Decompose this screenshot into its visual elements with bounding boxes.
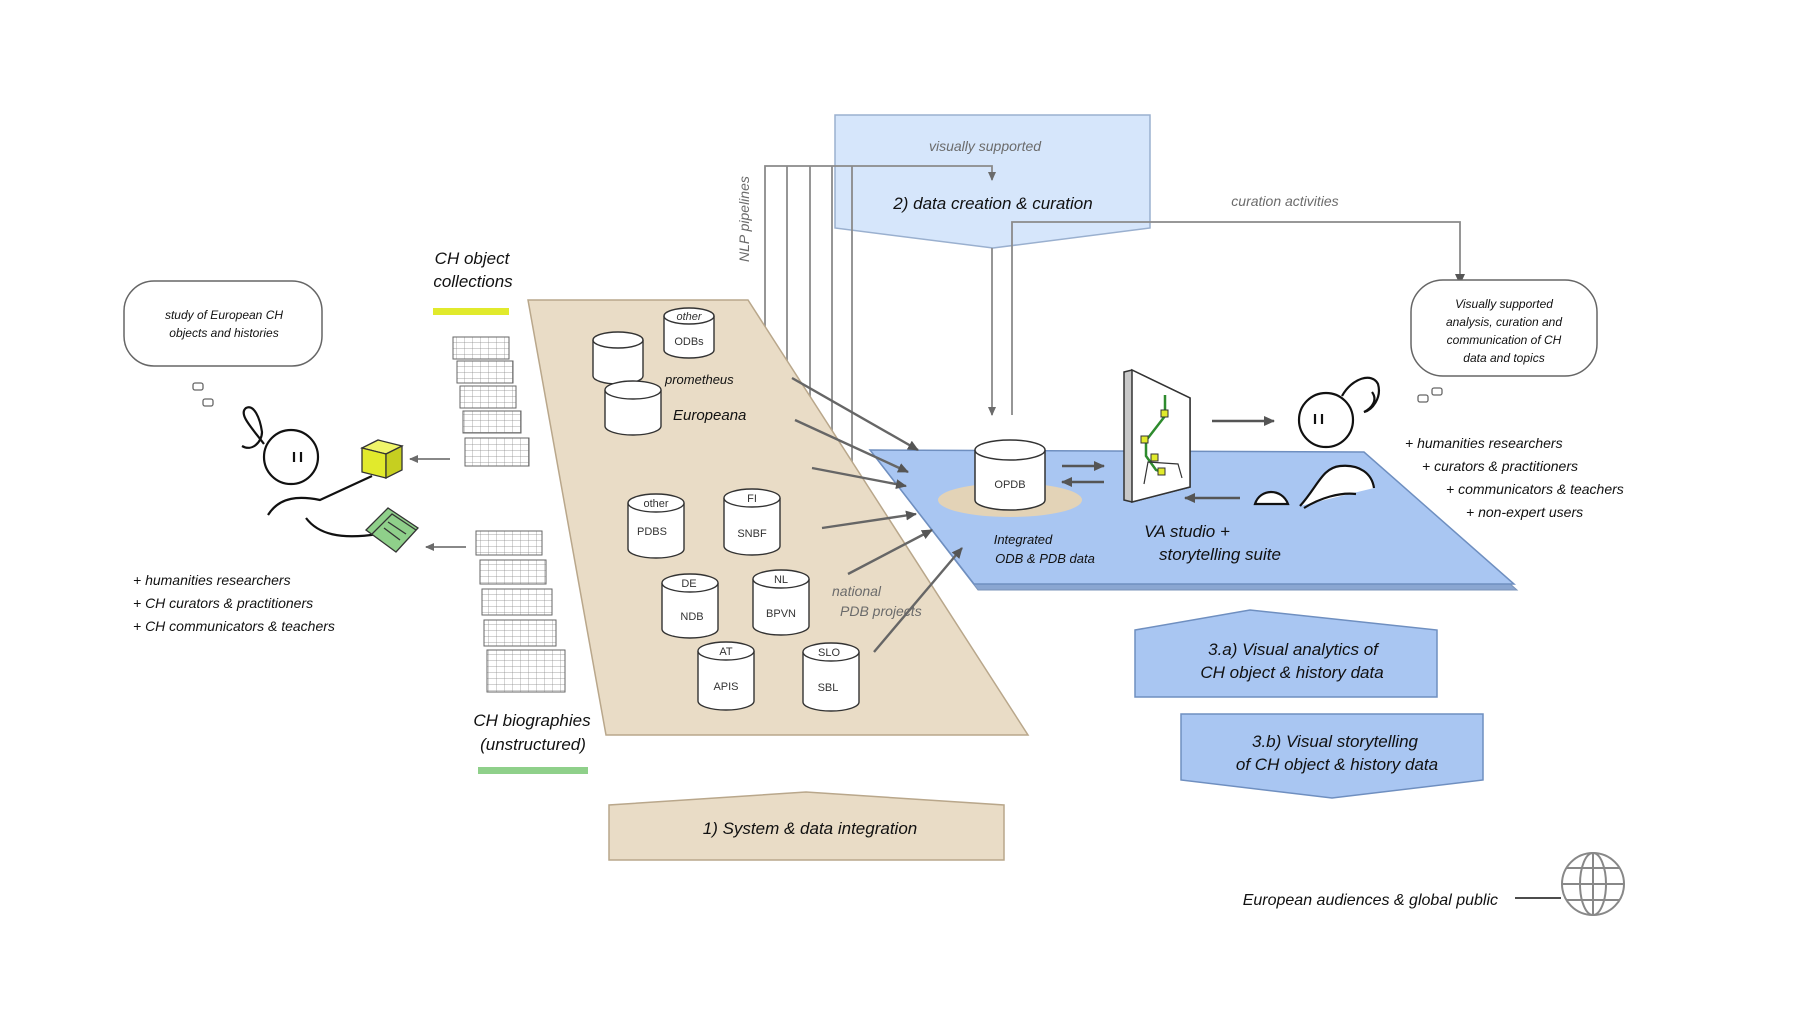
database-nl: NL BPVN <box>752 569 810 636</box>
collections-color-bar <box>433 308 509 315</box>
database-at: AT APIS <box>697 641 755 711</box>
cube-icon <box>360 439 404 480</box>
svg-text:SLO: SLO <box>818 647 840 659</box>
thought-bubble-left-line-2: objects and histories <box>169 326 278 340</box>
audience-left-2: + CH curators & practitioners <box>133 595 313 611</box>
data-creation-label: 2) data creation & curation <box>892 194 1092 213</box>
user-figure-right <box>1253 376 1380 509</box>
database-fi: FI SNBF <box>723 488 781 556</box>
va-user-arrows <box>1184 416 1275 503</box>
prometheus-label: prometheus <box>664 372 734 387</box>
integrated-data-label-1: Integrated <box>994 532 1053 547</box>
object-collection-stack <box>452 336 530 467</box>
ch-biographies-label-2: (unstructured) <box>480 735 586 754</box>
svg-text:other: other <box>643 498 668 510</box>
european-audiences-label: European audiences & global public <box>1243 892 1498 909</box>
national-pdb-label-1: national <box>832 583 882 599</box>
ch-biographies-label-1: CH biographies <box>473 711 591 730</box>
ch-object-collections-label-1: CH object <box>435 249 511 268</box>
database-de: DE NDB <box>661 573 719 639</box>
svg-text:PDBS: PDBS <box>637 526 667 538</box>
audience-right-4: + non-expert users <box>1466 504 1583 520</box>
visual-analytics-label-1: 3.a) Visual analytics of <box>1208 640 1380 659</box>
svg-text:OPDB: OPDB <box>994 479 1025 491</box>
national-pdb-label-2: PDB projects <box>840 603 922 619</box>
thought-bubble-right <box>1410 279 1598 377</box>
svg-text:DE: DE <box>681 578 696 590</box>
system-integration-box <box>608 791 1005 861</box>
integration-arrows <box>791 376 963 653</box>
va-studio-icon <box>1123 368 1191 503</box>
ch-object-collections-label-2: collections <box>433 272 513 291</box>
audience-right-3: + communicators & teachers <box>1446 481 1624 497</box>
svg-text:FI: FI <box>747 493 757 505</box>
integrated-data-label-2: ODB & PDB data <box>995 551 1095 566</box>
thought-bubble-left <box>123 280 323 367</box>
svg-text:NDB: NDB <box>680 611 703 623</box>
svg-text:SNBF: SNBF <box>737 528 767 540</box>
va-studio-label-1: VA studio + <box>1144 522 1230 541</box>
svg-text:other: other <box>676 311 702 323</box>
thought-bubble-right-line-1: Visually supported <box>1455 297 1553 311</box>
visual-analytics-box <box>1134 609 1438 698</box>
va-studio-label-2: storytelling suite <box>1159 545 1281 564</box>
thought-bubble-right-line-2: analysis, curation and <box>1446 315 1562 329</box>
user-figure-left <box>241 406 379 538</box>
visual-analytics-label-2: CH object & history data <box>1200 663 1383 682</box>
book-icon <box>365 507 419 553</box>
svg-text:NL: NL <box>774 574 788 586</box>
svg-text:ODBs: ODBs <box>674 336 704 348</box>
data-creation-box <box>834 114 1151 249</box>
database-europeana <box>604 380 662 436</box>
globe-icon <box>1561 852 1625 916</box>
curation-activities-label: curation activities <box>1231 193 1338 209</box>
audience-right-1: + humanities researchers <box>1405 435 1563 451</box>
europeana-label: Europeana <box>673 407 746 424</box>
opdb-va-arrows <box>1061 461 1105 487</box>
audience-left-3: + CH communicators & teachers <box>133 618 335 634</box>
visual-storytelling-label-2: of CH object & history data <box>1236 755 1438 774</box>
biographies-color-bar <box>478 767 588 774</box>
nlp-pipelines-label: NLP pipelines <box>736 176 752 262</box>
database-opdb: OPDB <box>974 439 1046 511</box>
database-slo: SLO SBL <box>802 642 860 712</box>
audience-right-2: + curators & practitioners <box>1422 458 1578 474</box>
visual-storytelling-label-1: 3.b) Visual storytelling <box>1252 732 1419 751</box>
thought-bubble-right-line-4: data and topics <box>1463 351 1544 365</box>
thought-bubble-left-line-1: study of European CH <box>165 308 283 322</box>
collection-to-user-arrows <box>409 455 466 551</box>
svg-text:AT: AT <box>719 646 733 658</box>
database-other-odbs: other ODBs <box>663 307 715 359</box>
database-odb-1 <box>592 331 644 385</box>
audience-left-1: + humanities researchers <box>133 572 291 588</box>
svg-text:APIS: APIS <box>713 681 738 693</box>
svg-text:BPVN: BPVN <box>766 608 796 620</box>
visually-supported-label: visually supported <box>929 138 1042 154</box>
visual-storytelling-box <box>1180 713 1484 799</box>
svg-text:SBL: SBL <box>818 682 839 694</box>
biography-stack <box>475 530 566 693</box>
database-other-pdbs: other PDBS <box>627 493 685 559</box>
system-integration-label: 1) System & data integration <box>703 819 918 838</box>
thought-bubble-right-line-3: communication of CH <box>1447 333 1562 347</box>
